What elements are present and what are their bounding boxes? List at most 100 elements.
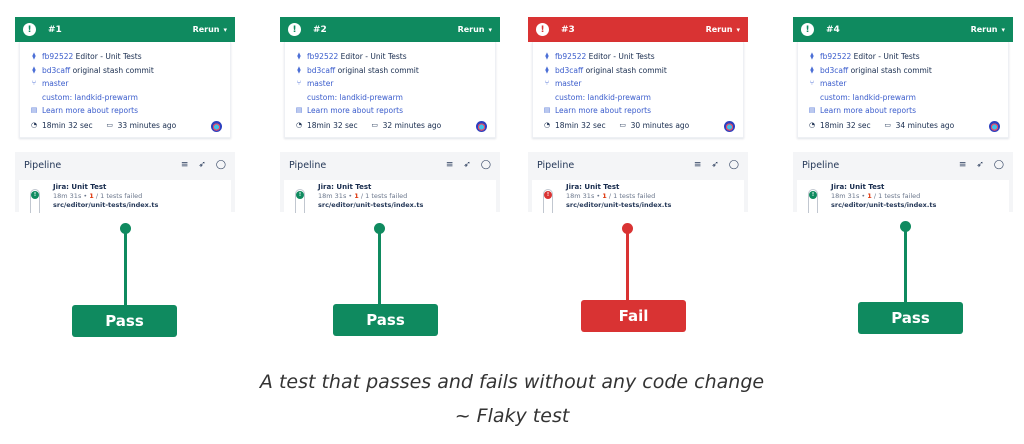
pipeline-connector: [543, 189, 553, 213]
pipeline-title: Pipeline: [802, 159, 840, 171]
avatar[interactable]: [476, 121, 487, 132]
commit-icon: ⧫: [545, 65, 549, 74]
stash-title: original stash commit: [850, 65, 932, 75]
duration: 18min 32 sec: [555, 120, 606, 130]
reports-link[interactable]: Learn more about reports: [820, 106, 916, 115]
filter-icon[interactable]: ≡: [958, 160, 967, 170]
pin-line: [124, 229, 127, 305]
build-details: ⧫ fb92522 Editor - Unit Tests ⧫ bd3caff …: [532, 42, 744, 138]
reports-link[interactable]: Learn more about reports: [555, 106, 651, 115]
avatar[interactable]: [989, 121, 1000, 132]
alert-icon: !: [23, 23, 36, 36]
job-title: Jira: Unit Test: [566, 183, 620, 191]
commit-icon: ⧫: [297, 65, 301, 74]
circle-icon[interactable]: ◯: [215, 160, 226, 170]
job-failed-count: 1: [602, 192, 607, 200]
build-details: ⧫ fb92522 Editor - Unit Tests ⧫ bd3caff …: [797, 42, 1009, 138]
rerun-label: Rerun: [457, 25, 485, 34]
stash-hash-link[interactable]: bd3caff: [820, 65, 849, 75]
caption-line-1: A test that passes and fails without any…: [259, 371, 765, 393]
run-number: #4: [826, 24, 840, 35]
custom-pipeline-link[interactable]: custom: landkid-prewarm: [307, 92, 403, 102]
branch-link[interactable]: master: [42, 79, 69, 88]
time-ago: 33 minutes ago: [117, 120, 177, 130]
commit-hash-link[interactable]: fb92522: [42, 52, 74, 61]
pipeline-connector: [30, 189, 40, 213]
rocket-icon[interactable]: ➶: [198, 160, 206, 170]
job-total: / 1 tests failed: [873, 192, 921, 200]
chevron-down-icon: ▾: [488, 25, 492, 34]
stash-hash-link[interactable]: bd3caff: [42, 65, 71, 75]
pipeline-panel: Pipeline ≡ ➶ ◯ ! Jira: Unit Test 18m 31s…: [793, 152, 1013, 213]
build-card: ! #2 Rerun ▾ ⧫ fb92522 Editor - Unit Tes…: [280, 17, 500, 138]
pipeline-job[interactable]: ! Jira: Unit Test 18m 31s • 1 / 1 tests …: [532, 180, 744, 213]
commit-icon: ⧫: [32, 52, 36, 60]
pin-dot: [900, 221, 911, 232]
commit-hash-link[interactable]: fb92522: [307, 52, 339, 61]
stash-hash-link[interactable]: bd3caff: [555, 65, 584, 75]
pipeline-job[interactable]: ! Jira: Unit Test 18m 31s • 1 / 1 tests …: [19, 180, 231, 213]
duration: 18min 32 sec: [42, 120, 93, 130]
pipeline-title: Pipeline: [289, 159, 327, 171]
commit-title: Editor - Unit Tests: [588, 52, 655, 61]
reports-link[interactable]: Learn more about reports: [42, 106, 138, 115]
rerun-button[interactable]: Rerun ▾: [706, 25, 740, 34]
rocket-icon[interactable]: ➶: [463, 160, 471, 170]
custom-pipeline-link[interactable]: custom: landkid-prewarm: [820, 92, 916, 102]
caption-line-2: ~ Flaky test: [454, 405, 570, 427]
circle-icon[interactable]: ◯: [993, 160, 1004, 170]
pin-line: [904, 227, 907, 302]
job-time: 18m 31s: [566, 192, 595, 200]
avatar[interactable]: [211, 121, 222, 132]
pipeline-job[interactable]: ! Jira: Unit Test 18m 31s • 1 / 1 tests …: [797, 180, 1009, 213]
report-icon: ▤: [808, 106, 816, 114]
filter-icon[interactable]: ≡: [445, 160, 454, 170]
filter-icon[interactable]: ≡: [693, 160, 702, 170]
job-path: src/editor/unit-tests/index.ts: [318, 201, 424, 209]
avatar[interactable]: [724, 121, 735, 132]
alert-icon: !: [801, 23, 814, 36]
branch-link[interactable]: master: [555, 79, 582, 88]
commit-icon: ⧫: [32, 65, 36, 74]
commit-icon: ⧫: [810, 52, 814, 60]
commit-title: Editor - Unit Tests: [75, 52, 142, 61]
job-path: src/editor/unit-tests/index.ts: [831, 201, 937, 209]
rerun-button[interactable]: Rerun ▾: [193, 25, 227, 34]
filter-icon[interactable]: ≡: [180, 160, 189, 170]
custom-pipeline-link[interactable]: custom: landkid-prewarm: [555, 92, 651, 102]
run-column: ! #2 Rerun ▾ ⧫ fb92522 Editor - Unit Tes…: [280, 0, 500, 444]
pin-line: [626, 229, 629, 300]
build-header: ! #4 Rerun ▾: [793, 17, 1013, 42]
circle-icon[interactable]: ◯: [728, 160, 739, 170]
report-icon: ▤: [543, 106, 551, 114]
pipeline-job[interactable]: ! Jira: Unit Test 18m 31s • 1 / 1 tests …: [284, 180, 496, 213]
rocket-icon[interactable]: ➶: [976, 160, 984, 170]
commit-title: Editor - Unit Tests: [853, 52, 920, 61]
branch-link[interactable]: master: [307, 79, 334, 88]
pin-dot: [120, 223, 131, 234]
rocket-icon[interactable]: ➶: [711, 160, 719, 170]
stash-title: original stash commit: [585, 65, 667, 75]
rerun-button[interactable]: Rerun ▾: [971, 25, 1005, 34]
job-time: 18m 31s: [831, 192, 860, 200]
commit-title: Editor - Unit Tests: [340, 52, 407, 61]
reports-link[interactable]: Learn more about reports: [307, 106, 403, 115]
job-path: src/editor/unit-tests/index.ts: [53, 201, 159, 209]
commit-hash-link[interactable]: fb92522: [820, 52, 852, 61]
build-header: ! #1 Rerun ▾: [15, 17, 235, 42]
branch-icon: ⑂: [296, 79, 302, 87]
stash-hash-link[interactable]: bd3caff: [307, 65, 336, 75]
commit-icon: ⧫: [297, 52, 301, 60]
rerun-button[interactable]: Rerun ▾: [458, 25, 492, 34]
circle-icon[interactable]: ◯: [480, 160, 491, 170]
custom-pipeline-link[interactable]: custom: landkid-prewarm: [42, 92, 138, 102]
calendar-icon: ▭: [884, 120, 891, 129]
branch-link[interactable]: master: [820, 79, 847, 88]
job-total: / 1 tests failed: [360, 192, 408, 200]
pin-line: [378, 229, 381, 304]
clock-icon: ◔: [295, 120, 303, 129]
run-number: #3: [561, 24, 575, 35]
report-icon: ▤: [30, 106, 38, 114]
duration: 18min 32 sec: [307, 120, 358, 130]
commit-hash-link[interactable]: fb92522: [555, 52, 587, 61]
